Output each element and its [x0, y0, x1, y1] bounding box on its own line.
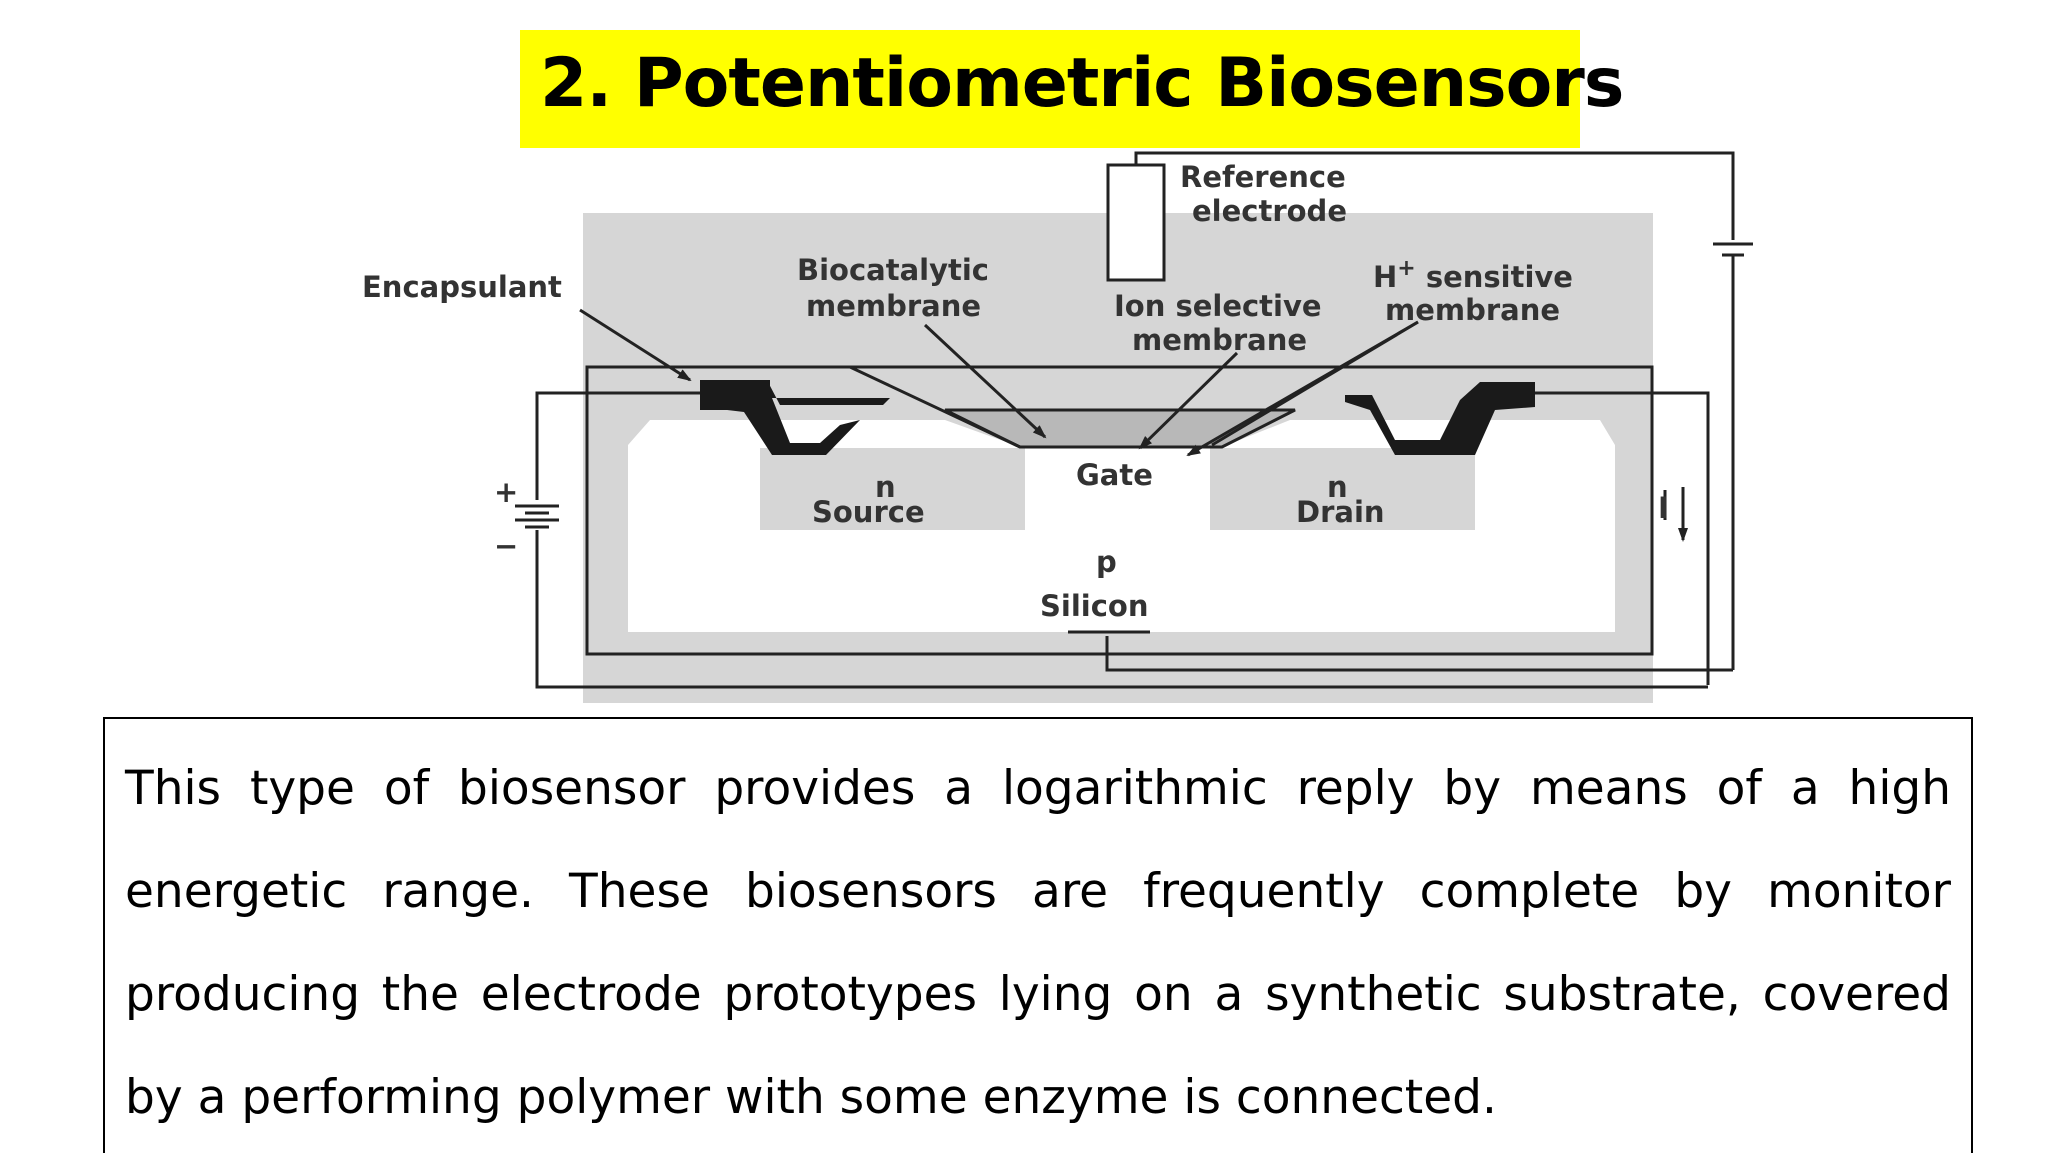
chip-outline: [585, 365, 1654, 656]
ion-selective-label-line1: Ion selective: [1114, 289, 1322, 323]
drain-type-label: n: [1327, 470, 1348, 504]
wire-source-bottom: [535, 530, 1708, 689]
wire-substrate: [1105, 636, 1733, 672]
battery-plus-label: +: [494, 475, 518, 509]
substrate-type-label: p: [1096, 545, 1117, 579]
current-label: I: [1658, 491, 1669, 525]
reference-label-line2: electrode: [1192, 194, 1347, 228]
source-label: Source: [812, 495, 925, 529]
slide-title: 2. Potentiometric Biosensors: [540, 44, 1624, 123]
drain-contact: [1345, 382, 1535, 455]
drain-region: [1210, 448, 1475, 530]
encapsulant-arrow: [579, 308, 692, 382]
hplus-label-line1: H+ sensitive: [1373, 256, 1573, 294]
ion-selective-arrow: [1138, 351, 1239, 450]
biosensor-diagram: + − Encapsulant Biocatalytic membrane Re…: [362, 151, 1753, 703]
substrate-label: Silicon: [1040, 589, 1148, 623]
drain-label: Drain: [1296, 495, 1385, 529]
encapsulant-label: Encapsulant: [362, 270, 562, 304]
hplus-arrow-2: [1211, 320, 1419, 447]
reference-electrode: [1106, 163, 1166, 282]
ion-selective-label-line2: membrane: [1132, 323, 1307, 357]
hplus-label-line2: membrane: [1385, 293, 1560, 327]
description-box: This type of biosensor provides a logari…: [103, 717, 1973, 1153]
battery-minus-label: −: [494, 529, 518, 563]
wire-reference: [1134, 151, 1735, 240]
gate-region: [1025, 448, 1210, 508]
encapsulant-edge: [587, 365, 1021, 449]
gate-label: Gate: [1076, 458, 1153, 492]
title-banner: 2. Potentiometric Biosensors: [520, 30, 1624, 148]
biocatalytic-arrow: [923, 323, 1047, 439]
wire-drain: [1535, 391, 1710, 685]
source-region: [760, 448, 1025, 530]
reference-label-line1: Reference: [1180, 160, 1346, 194]
source-contact-pad: [700, 380, 770, 410]
description-text: This type of biosensor provides a logari…: [125, 761, 1951, 1125]
wire-source: [535, 391, 700, 500]
biocatalytic-label-line2: membrane: [806, 289, 981, 323]
biocatalytic-label-line1: Biocatalytic: [797, 253, 989, 287]
source-type-label: n: [875, 470, 896, 504]
